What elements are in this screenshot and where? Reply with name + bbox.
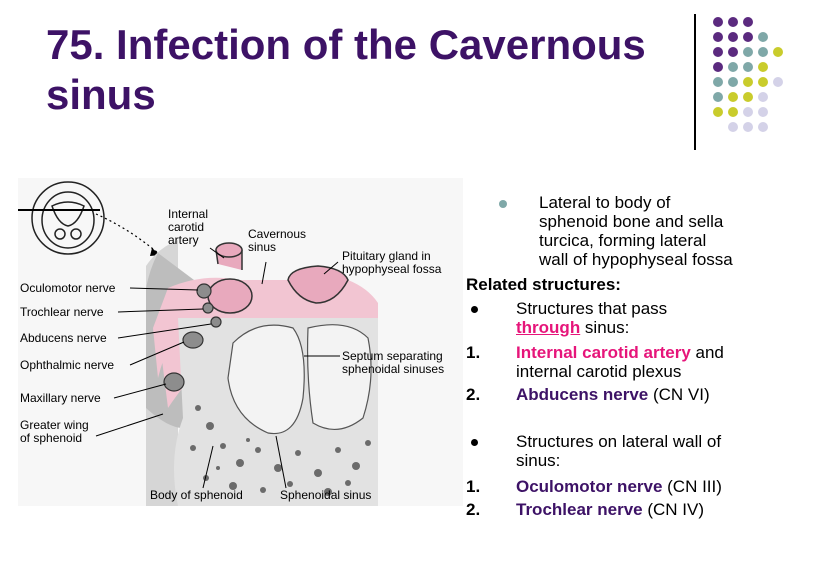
label-greater-wing-of-sphenoid: Greater wing of sphenoid: [20, 418, 89, 445]
skull-thumbnail-icon: [31, 181, 105, 255]
through-emphasis: through: [516, 318, 581, 337]
decorative-dot-grid: [713, 17, 783, 132]
lateral-wall-line-1: Structures on lateral wall of: [516, 432, 722, 451]
trochlear-line: Trochlear nerve (CN IV): [516, 500, 705, 519]
cavernous-sinus-diagram: Internal carotid artery Cavernous sinus …: [18, 178, 463, 506]
lateral-wall-line-2: sinus:: [516, 451, 561, 470]
label-trochlear-nerve: Trochlear nerve: [20, 305, 104, 319]
lateral-line-4: wall of hypophyseal fossa: [539, 250, 733, 269]
ica-line-2: internal carotid plexus: [516, 362, 682, 381]
pass-line-1: Structures that pass: [516, 299, 668, 318]
label-ophthalmic-nerve: Ophthalmic nerve: [20, 358, 115, 372]
list-number-2b: 2.: [466, 500, 481, 519]
related-structures-heading: Related structures:: [466, 275, 621, 294]
lateral-line-3: turcica, forming lateral: [539, 231, 707, 250]
bullet-dot-icon: [471, 439, 478, 446]
slide-title: 75. Infection of the Cavernous sinus: [46, 21, 646, 118]
title-divider: [694, 14, 696, 150]
label-oculomotor-nerve: Oculomotor nerve: [20, 281, 116, 295]
lateral-line-1: Lateral to body of: [539, 193, 671, 212]
ica-line-1: Internal carotid artery and: [516, 343, 724, 362]
label-abducens-nerve: Abducens nerve: [20, 331, 107, 345]
list-number-1b: 1.: [466, 477, 481, 496]
label-septum-sphenoidal-sinuses: Septum separating sphenoidal sinuses: [342, 349, 445, 376]
label-pituitary-gland: Pituitary gland in hypophyseal fossa: [342, 249, 442, 276]
label-body-of-sphenoid: Body of sphenoid: [150, 488, 243, 502]
label-internal-carotid-artery: Internal carotid artery: [168, 207, 209, 247]
bullet-dot-icon: [471, 306, 478, 313]
pass-line-2: through sinus:: [516, 318, 630, 337]
label-maxillary-nerve: Maxillary nerve: [20, 391, 101, 405]
list-number-1: 1.: [466, 343, 481, 362]
bullet-dot-icon: [499, 200, 507, 208]
lateral-line-2: sphenoid bone and sella: [539, 212, 724, 231]
oculomotor-line: Oculomotor nerve (CN III): [516, 477, 722, 496]
diagram-drawing: [18, 181, 378, 506]
abducens-line: Abducens nerve (CN VI): [516, 385, 710, 404]
list-number-2: 2.: [466, 385, 481, 404]
label-sphenoidal-sinus: Sphenoidal sinus: [280, 488, 372, 502]
label-cavernous-sinus: Cavernous sinus: [248, 227, 307, 254]
